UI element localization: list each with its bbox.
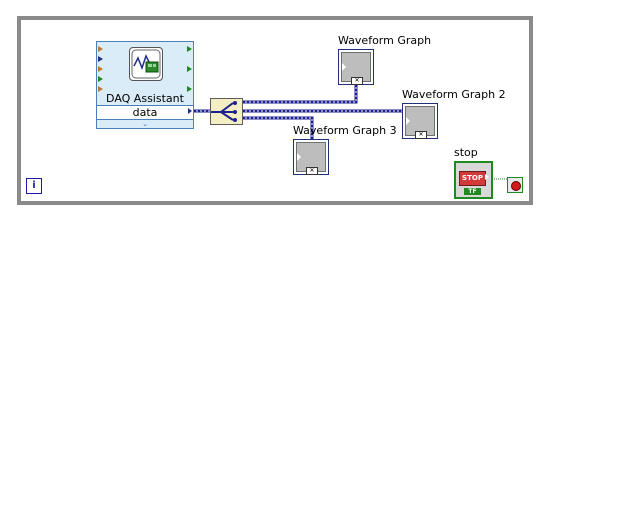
waveform-graph-2-terminal[interactable]: ✕ (402, 103, 438, 139)
input-arrow-icon (342, 63, 346, 71)
iteration-terminal[interactable]: i (26, 178, 42, 194)
stop-label: stop (454, 146, 478, 159)
waveform-graph-terminal[interactable]: ✕ (338, 49, 374, 85)
graph-foot-icon: ✕ (351, 77, 363, 85)
stop-button-icon: STOP (459, 171, 486, 186)
output-terminal-icon[interactable] (187, 66, 192, 72)
boolean-type-badge: TF (464, 188, 481, 195)
daq-assistant-title: DAQ Assistant (106, 92, 184, 105)
waveform-graph-label: Waveform Graph (338, 34, 432, 47)
graph-foot-icon: ✕ (306, 167, 318, 175)
loop-condition-terminal[interactable] (507, 177, 523, 193)
input-terminal-icon[interactable] (98, 66, 103, 72)
waveform-graph-3-terminal[interactable]: ✕ (293, 139, 329, 175)
input-terminal-icon[interactable] (98, 86, 103, 92)
waveform-graph-3-label: Waveform Graph 3 (293, 124, 397, 137)
daq-assistant-icon (129, 47, 163, 81)
output-terminal-icon[interactable] (187, 86, 192, 92)
stop-button-terminal[interactable]: STOP TF (454, 161, 493, 199)
input-terminal-icon[interactable] (98, 76, 103, 82)
input-terminal-icon[interactable] (98, 56, 103, 62)
output-terminal-icon[interactable] (187, 46, 192, 52)
input-terminal-icon[interactable] (98, 46, 103, 52)
split-signals-icon (211, 101, 237, 122)
waveform-graph-2-label: Waveform Graph 2 (402, 88, 506, 101)
daq-assistant-node[interactable]: DAQ Assistant data ⌄ (96, 41, 194, 129)
graph-foot-icon: ✕ (415, 131, 427, 139)
input-arrow-icon (406, 117, 410, 125)
split-signals-node[interactable] (210, 98, 243, 125)
data-output-terminal-icon[interactable] (188, 108, 192, 114)
output-arrow-icon (485, 174, 489, 180)
input-arrow-icon (297, 153, 301, 161)
wire-to-waveform-graph[interactable] (241, 84, 358, 104)
expand-terminals-icon[interactable]: ⌄ (142, 120, 148, 128)
daq-data-output[interactable]: data (97, 105, 193, 120)
stop-if-true-icon (511, 181, 521, 191)
